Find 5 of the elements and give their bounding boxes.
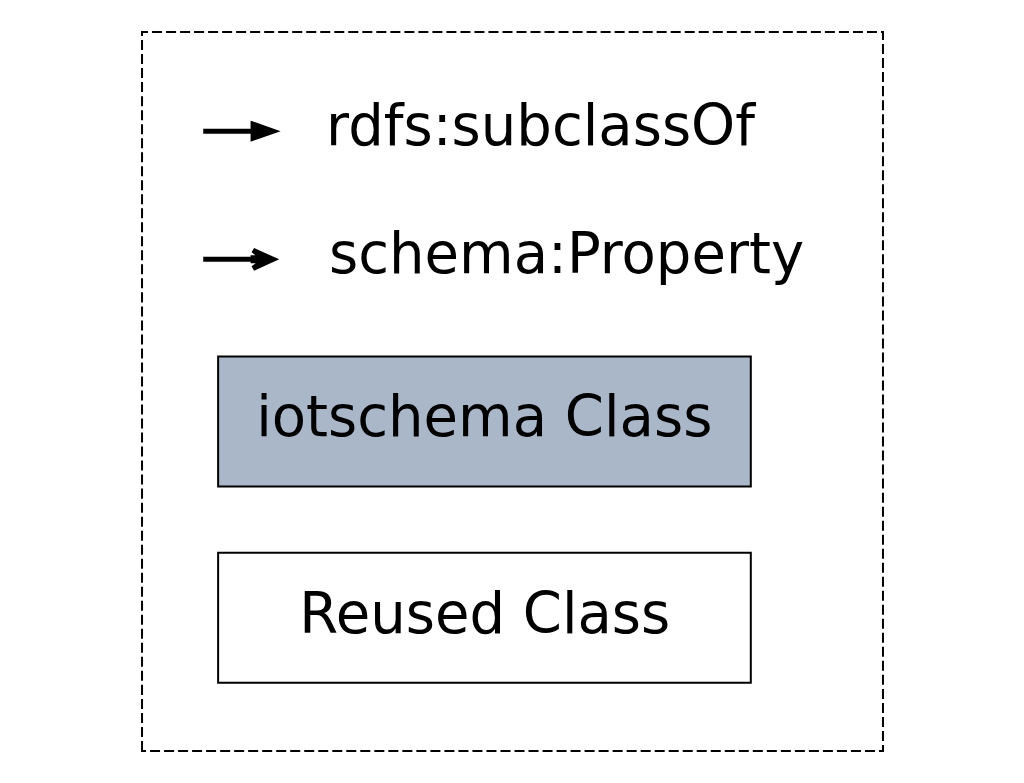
node-box [140,31,884,752]
legend-label: schema:Property [328,221,804,287]
legend-label: rdfs:subclassOf [325,92,755,158]
legend-label: Reused Class [298,580,670,646]
legend-label: iotschema Class [255,384,712,450]
